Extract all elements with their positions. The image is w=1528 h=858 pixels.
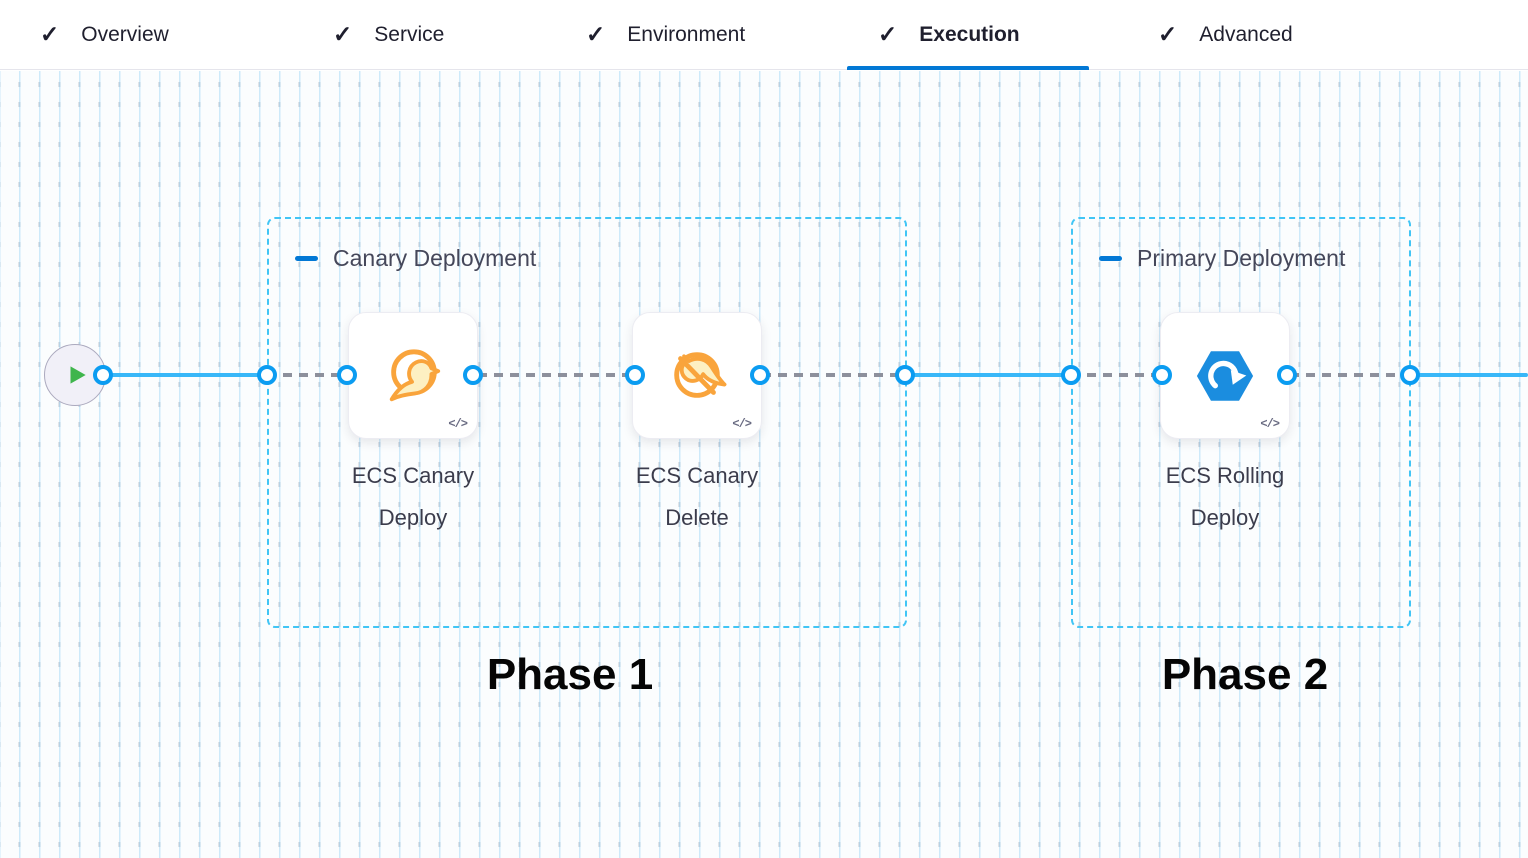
group-title: Primary Deployment (1137, 245, 1346, 271)
flow-line-dashed (1290, 373, 1410, 377)
code-icon: </> (1260, 417, 1280, 431)
connector-node (337, 365, 357, 385)
flow-line-dashed (762, 373, 905, 377)
tab-label: Overview (81, 23, 169, 46)
tab-execution[interactable]: ✓ Execution (878, 0, 1020, 70)
phase-1-annotation: Phase 1 (486, 650, 654, 699)
tab-service[interactable]: ✓ Service (333, 0, 444, 70)
group-header: Primary Deployment (1099, 245, 1345, 272)
play-icon (70, 366, 86, 384)
step-label-ecs-rolling-deploy: ECS Rolling Deploy (1165, 463, 1285, 530)
stage-group-canary-deployment: Canary Deployment (267, 217, 907, 628)
connector-node (895, 365, 915, 385)
connector-node (463, 365, 483, 385)
step-label-ecs-canary-deploy: ECS Canary Deploy (351, 463, 475, 530)
flow-line-dashed (1071, 373, 1162, 377)
connector-node (1277, 365, 1297, 385)
flow-line-solid (905, 373, 1071, 377)
connector-node (1061, 365, 1081, 385)
check-icon: ✓ (40, 20, 60, 47)
step-ecs-canary-deploy[interactable]: </> (348, 312, 478, 439)
collapse-icon[interactable] (1099, 256, 1122, 261)
tab-label: Execution (919, 23, 1020, 46)
connector-node (625, 365, 645, 385)
connector-node (257, 365, 277, 385)
tab-overview[interactable]: ✓ Overview (40, 0, 169, 70)
connector-node (1152, 365, 1172, 385)
active-tab-indicator (847, 66, 1089, 70)
flow-line-solid (103, 373, 267, 377)
check-icon: ✓ (878, 20, 898, 47)
step-ecs-canary-delete[interactable]: </> (632, 312, 762, 439)
connector-node (93, 365, 113, 385)
connector-node (750, 365, 770, 385)
tab-advanced[interactable]: ✓ Advanced (1158, 0, 1293, 70)
group-header: Canary Deployment (295, 245, 536, 272)
code-icon: </> (732, 417, 752, 431)
flow-line-dashed (267, 373, 347, 377)
connector-node (1400, 365, 1420, 385)
phase-2-annotation: Phase 2 (1161, 650, 1329, 699)
canary-bird-slash-icon (674, 351, 727, 398)
canary-bird-icon (389, 348, 441, 401)
check-icon: ✓ (1158, 20, 1178, 47)
flow-line-dashed (478, 373, 635, 377)
collapse-icon[interactable] (295, 256, 318, 261)
code-icon: </> (448, 417, 468, 431)
tab-label: Environment (627, 23, 746, 46)
flow-line-solid (1410, 373, 1528, 377)
pipeline-canvas[interactable] (0, 71, 1528, 858)
step-ecs-rolling-deploy[interactable]: </> (1160, 312, 1290, 439)
check-icon: ✓ (333, 20, 353, 47)
check-icon: ✓ (586, 20, 606, 47)
ecs-rolling-hexagon-icon (1196, 350, 1254, 401)
step-label-ecs-canary-delete: ECS Canary Delete (635, 463, 759, 530)
tab-environment[interactable]: ✓ Environment (586, 0, 745, 70)
tab-label: Advanced (1199, 23, 1293, 46)
stage-config-tabbar: ✓ Overview ✓ Service ✓ Environment ✓ Exe… (0, 0, 1528, 70)
tab-label: Service (374, 23, 445, 46)
stage-group-primary-deployment: Primary Deployment (1071, 217, 1411, 628)
group-title: Canary Deployment (333, 245, 537, 271)
